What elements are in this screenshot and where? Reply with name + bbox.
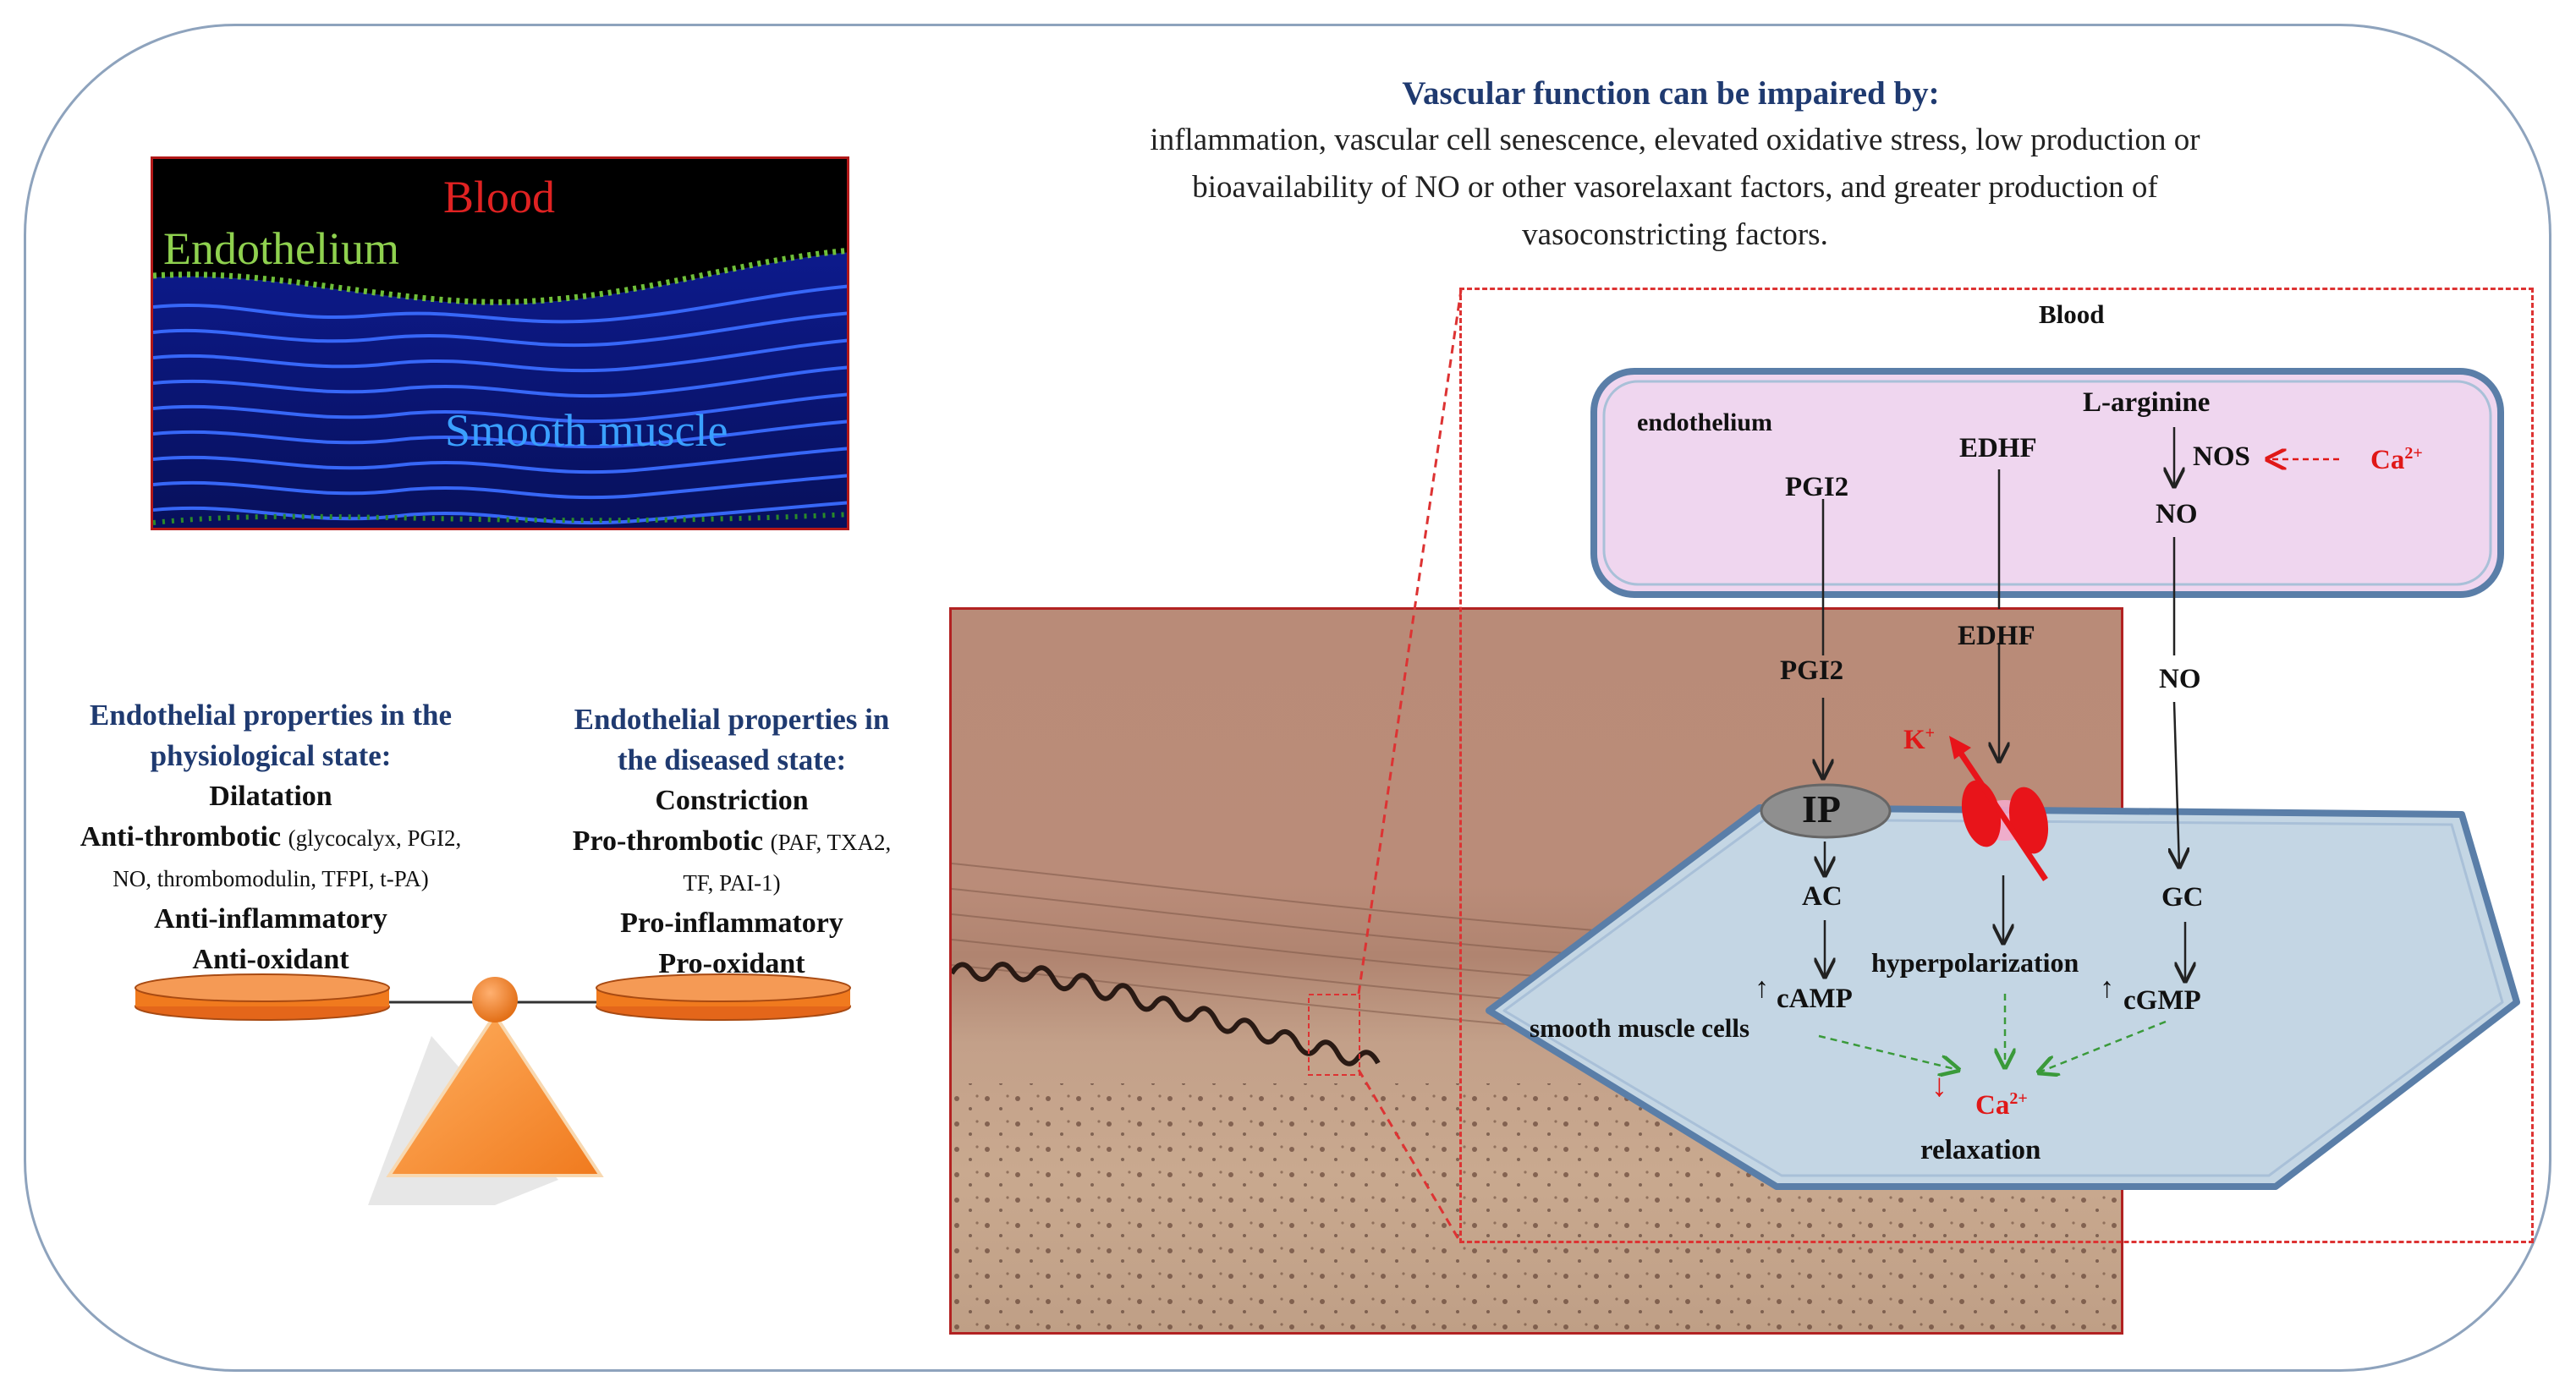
k-channel-icon: [1949, 736, 2049, 881]
pathway-blood-label: Blood: [2039, 299, 2105, 329]
ca-endo-text: Ca: [2370, 445, 2405, 475]
diseased-title: the diseased state:: [617, 743, 847, 776]
pathway-camp-arrow: ↑: [1755, 973, 1769, 1004]
endothelium-cell: [1590, 368, 2504, 598]
antithrombotic-detail: NO, thrombomodulin, TFPI, t-PA): [113, 866, 429, 891]
diseased-title: Endothelial properties in: [574, 703, 890, 736]
impaired-line: inflammation, vascular cell senescence, …: [1150, 123, 2200, 157]
antithrombotic-detail: (glycocalyx, PGI2,: [288, 825, 462, 851]
prothrombotic-detail: (PAF, TXA2,: [770, 830, 892, 855]
pathway-ac: AC: [1802, 881, 1843, 912]
pathway-cgmp: cGMP: [2123, 985, 2201, 1016]
pathway-ip: IP: [1802, 787, 1841, 831]
physiological-title: physiological state:: [150, 739, 392, 772]
diseased-prothrombotic: Pro-thrombotic (PAF, TXA2,: [525, 821, 939, 863]
pathway-pgi2-mid: PGI2: [1780, 655, 1844, 686]
fluorescence-micrograph: Blood Endothelium Smooth muscle: [151, 156, 849, 530]
pathway-l-arginine: L-arginine: [2083, 387, 2211, 418]
impaired-description: inflammation, vascular cell senescence, …: [998, 117, 2352, 259]
micrograph-label-smooth-muscle: Smooth muscle: [445, 405, 728, 456]
physiological-dilatation: Dilatation: [209, 781, 332, 812]
pivot-ball: [472, 977, 518, 1022]
impaired-line: bioavailability of NO or other vasorelax…: [1192, 170, 2158, 205]
pathway-ca-down-arrow: ↓: [1931, 1068, 1947, 1104]
fulcrum-triangle: [386, 1011, 604, 1177]
micrograph-layers: [153, 248, 847, 528]
physiological-antioxidant: Anti-oxidant: [192, 944, 349, 975]
physiological-properties: Endothelial properties in the physiologi…: [47, 695, 495, 980]
ca-smc-text: Ca: [1975, 1090, 2010, 1121]
balance-scale: [135, 973, 851, 1205]
pathway-k-ion: K+: [1903, 724, 1935, 756]
prothrombotic-detail: TF, PAI-1): [683, 870, 781, 896]
pathway-smooth-muscle-cells: smooth muscle cells: [1530, 1013, 1750, 1043]
pathway-endothelium-label: endothelium: [1637, 408, 1773, 436]
diseased-proinflammatory: Pro-inflammatory: [620, 907, 843, 939]
pathway-gc: GC: [2161, 882, 2204, 913]
zoom-region-box: [1459, 288, 2534, 1243]
impaired-line: vasoconstricting factors.: [1522, 217, 1828, 252]
physiological-title: Endothelial properties in the: [89, 699, 453, 732]
pathway-edhf-endo: EDHF: [1959, 433, 2037, 463]
pathway-camp: cAMP: [1777, 984, 1853, 1014]
micrograph-label-endothelium: Endothelium: [163, 223, 399, 274]
physiological-antiinflammatory: Anti-inflammatory: [154, 903, 387, 935]
pathway-cgmp-arrow: ↑: [2100, 973, 2114, 1004]
micrograph-label-blood: Blood: [443, 172, 556, 222]
pathway-pgi2-endo: PGI2: [1785, 472, 1849, 502]
diseased-constriction: Constriction: [655, 785, 809, 816]
pathway-edhf-mid: EDHF: [1958, 621, 2035, 651]
impaired-title: Vascular function can be impaired by:: [1402, 75, 1940, 112]
ca-smc-sup: 2+: [2009, 1089, 2028, 1108]
diseased-properties: Endothelial properties in the diseased s…: [525, 699, 939, 984]
antithrombotic-label: Anti-thrombotic: [80, 821, 282, 853]
physiological-antithrombotic: Anti-thrombotic (glycocalyx, PGI2,: [47, 817, 495, 858]
prothrombotic-label: Pro-thrombotic: [572, 825, 764, 857]
k-sup: +: [1925, 724, 1936, 743]
pathway-nos: NOS: [2193, 441, 2250, 472]
pathway-hyperpolarization: hyperpolarization: [1871, 947, 2079, 978]
ca-endo-sup: 2+: [2404, 444, 2423, 463]
pathway-no-mid: NO: [2159, 664, 2201, 694]
pathway-ca-endo: Ca2+: [2370, 444, 2423, 476]
pathway-ca-smc: Ca2+: [1975, 1089, 2028, 1121]
k-text: K: [1903, 725, 1925, 755]
ip-receptor: [1760, 783, 1892, 839]
pathway-no-endo: NO: [2156, 499, 2198, 529]
pathway-relaxation: relaxation: [1920, 1135, 2041, 1165]
